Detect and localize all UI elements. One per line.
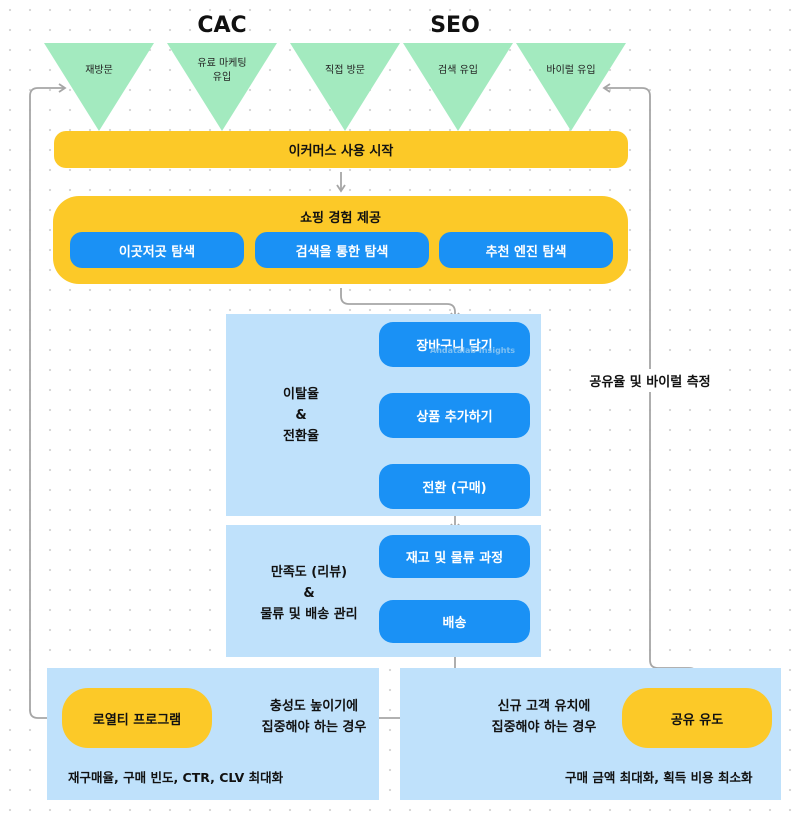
channel-viral-label: 바이럴 유입 [546,65,596,76]
add-products-step: 상품 추가하기 [379,393,530,438]
channel-revisit-label: 재방문 [85,65,113,76]
ampersand-label-2: & [303,586,315,601]
channel-direct-visit-label: 직접 방문 [325,65,365,76]
share-rate-label: 공유율 및 바이럴 측정 [586,369,714,392]
bounce-rate-label: 이탈율 [283,387,319,402]
arrow-shopping-to-cart [340,288,460,321]
loyalty-condition-text: 충성도 높이기에 집중해야 하는 경우 [250,696,378,738]
inventory-logistics-step: 재고 및 물류 과정 [379,535,530,578]
cac-header: CAC [197,13,247,38]
add-to-cart-label: 장바구니 담기 [416,339,493,354]
satisfaction-review-label: 만족도 (리뷰) [270,565,348,580]
channel-paid-marketing-label: 유료 마케팅 유입 [197,58,247,83]
arrow-loyalty-to-revisit [29,83,67,719]
loyalty-program-button: 로열티 프로그램 [62,688,212,748]
sharing-condition-line-1: 신규 고객 유치에 [497,699,591,714]
loyalty-condition-line-2: 집중해야 하는 경우 [261,720,367,735]
ampersand-label: & [295,408,307,423]
ecommerce-start-bar: 이커머스 사용 시작 [54,131,628,168]
sharing-goal-text: 구매 금액 최대화, 획득 비용 최소화 [565,770,753,785]
loyalty-condition-line-1: 충성도 높이기에 [269,699,359,714]
recommendation-engine-option: 추천 엔진 탐색 [439,232,613,268]
conversion-rate-label: 전환율 [283,429,319,444]
browse-around-option: 이곳저곳 탐색 [70,232,244,268]
seo-header: SEO [430,13,480,38]
share-encourage-button: 공유 유도 [622,688,772,748]
sharing-condition-line-2: 집중해야 하는 경우 [491,720,597,735]
loyalty-goal-text: 재구매율, 구매 빈도, CTR, CLV 최대화 [68,770,284,785]
sharing-condition-text: 신규 고객 유치에 집중해야 하는 경우 [478,696,610,738]
channel-search-label: 검색 유입 [438,65,478,76]
search-browse-option: 검색을 통한 탐색 [255,232,429,268]
logistics-management-label: 물류 및 배송 관리 [260,607,358,622]
shopping-experience-title: 쇼핑 경험 제공 [300,211,381,226]
funnel-label: 이탈율 & 전환율 [256,384,346,447]
delivery-step: 배송 [379,600,530,643]
add-to-cart-step: 장바구니 담기 [379,322,530,367]
fulfillment-label: 만족도 (리뷰) & 물류 및 배송 관리 [244,562,374,625]
purchase-conversion-step: 전환 (구매) [379,464,530,509]
watermark-overlay: Andatalab Insights [430,346,516,355]
